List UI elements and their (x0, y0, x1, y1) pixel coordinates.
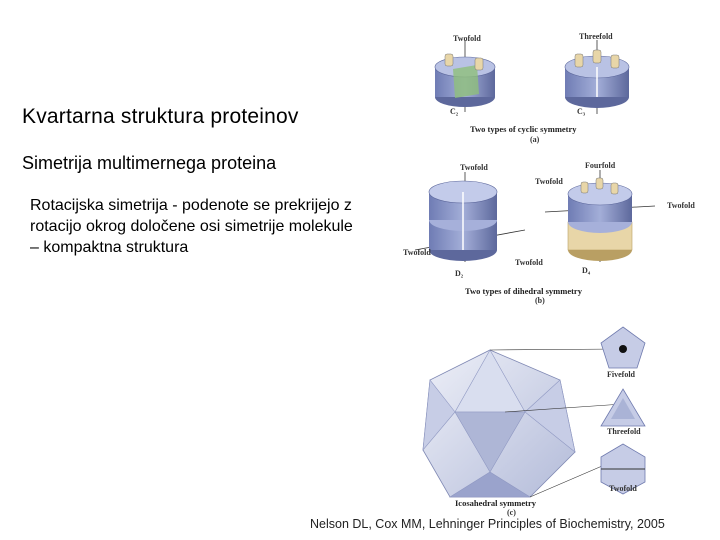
c2-cleft (453, 65, 479, 98)
d4-knob (611, 183, 618, 194)
label-twofold-c: Twofold (609, 484, 637, 493)
slide-subtitle: Simetrija multimernega proteina (22, 153, 276, 174)
c3-knob (611, 55, 619, 68)
slide-body: Rotacijska simetrija - podenote se prekr… (30, 195, 400, 258)
label-c3: C₃ (577, 107, 586, 116)
label-twofold-b-left: Twofold (403, 248, 431, 257)
slide-title: Kvartarna struktura proteinov (22, 105, 299, 129)
label-fourfold: Fourfold (585, 161, 616, 170)
body-line: – kompaktna struktura (30, 237, 400, 258)
c3-knob (575, 54, 583, 67)
caption-a: Two types of cyclic symmetry (470, 124, 577, 134)
panel-a: Twofold Threefold C₂ C₃ Two types of cyc… (435, 32, 629, 144)
tag-b: (b) (535, 296, 545, 305)
tag-c: (c) (507, 508, 516, 517)
label-twofold-b-mid: Twofold (535, 177, 563, 186)
panel-c: Fivefold Threefold Twofold Icosahedral s… (423, 327, 645, 517)
symmetry-illustration: Twofold Threefold C₂ C₃ Two types of cyc… (395, 22, 720, 520)
d4-knob (596, 178, 603, 189)
c2-knob (475, 58, 483, 70)
label-twofold-b-top: Twofold (460, 163, 488, 172)
caption-b: Two types of dihedral symmetry (465, 286, 583, 296)
label-c2: C₂ (450, 107, 459, 116)
label-threefold-c: Threefold (607, 427, 641, 436)
d4-knob (581, 182, 588, 193)
tag-a: (a) (530, 135, 540, 144)
caption-c: Icosahedral symmetry (455, 498, 537, 508)
label-threefold-a: Threefold (579, 32, 613, 41)
symmetry-figure: Twofold Threefold C₂ C₃ Two types of cyc… (395, 22, 720, 520)
c3-knob (593, 50, 601, 63)
label-d2: D₂ (455, 269, 464, 278)
label-d4: D₄ (582, 266, 591, 275)
label-twofold-a: Twofold (453, 34, 481, 43)
c2-knob (445, 54, 453, 66)
body-line: Rotacijska simetrija - podenote se prekr… (30, 195, 400, 216)
label-fivefold: Fivefold (607, 370, 636, 379)
fivefold-axis-dot (619, 345, 627, 353)
label-twofold-b-right: Twofold (667, 201, 695, 210)
guide-line (490, 349, 620, 350)
body-line: rotacijo okrog določene osi simetrije mo… (30, 216, 400, 237)
panel-b: Twofold Fourfold Twofold Twofold Twofold… (403, 161, 695, 305)
label-twofold-b-bottom: Twofold (515, 258, 543, 267)
citation: Nelson DL, Cox MM, Lehninger Principles … (310, 517, 665, 531)
